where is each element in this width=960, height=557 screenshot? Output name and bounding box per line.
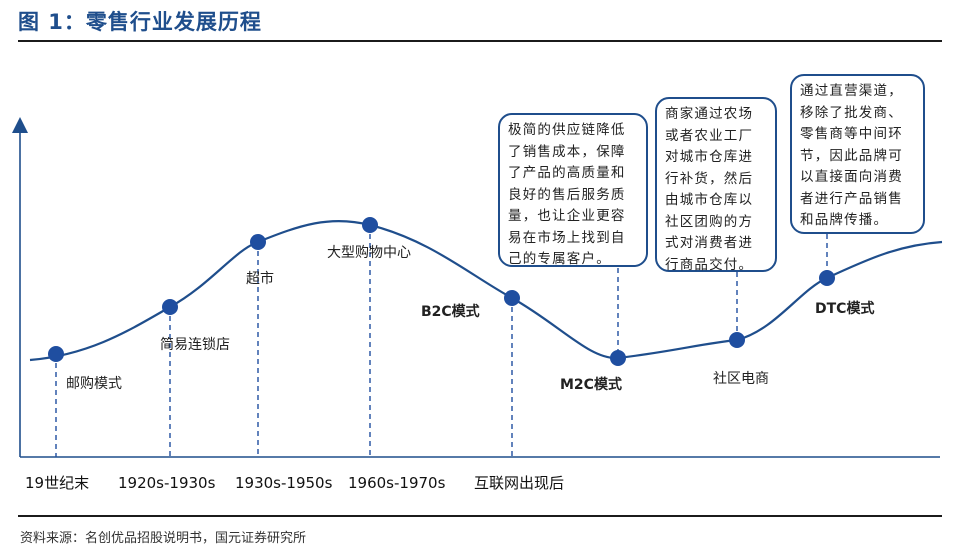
callout-line: 由城市仓库以 bbox=[665, 192, 754, 208]
source-note: 资料来源：名创优品招股说明书，国元证券研究所 bbox=[20, 531, 307, 546]
callout-line: 者进行产品销售 bbox=[800, 190, 903, 207]
callout-line: 社区团购的方 bbox=[665, 213, 754, 230]
stage-label-4: 大型购物中心 bbox=[327, 245, 411, 261]
era-label-3: 1930s-1950s bbox=[235, 474, 333, 492]
callout-line: 通过直营渠道， bbox=[800, 83, 903, 99]
callout-dtc: 通过直营渠道， 移除了批发商、 零售商等中间环 节，因此品牌可 以直接面向消费 … bbox=[790, 74, 925, 234]
stage-label-2: 简易连锁店 bbox=[160, 336, 230, 353]
callout-line: 量，也让企业更容 bbox=[508, 208, 626, 224]
stage-label-8: DTC模式 bbox=[815, 300, 874, 317]
callout-community: 商家通过农场 或者农业工厂 对城市仓库进 行补货，然后 由城市仓库以 社区团购的… bbox=[655, 97, 777, 273]
callout-line: 零售商等中间环 bbox=[800, 126, 903, 142]
stage-dot-8 bbox=[819, 270, 835, 286]
callout-line: 行补货，然后 bbox=[665, 170, 754, 187]
stage-label-5: B2C模式 bbox=[421, 303, 480, 320]
era-label-4: 1960s-1970s bbox=[348, 474, 446, 492]
era-label-2: 1920s-1930s bbox=[118, 474, 216, 492]
top-rule bbox=[18, 40, 942, 42]
callout-line: 了销售成本，保障 bbox=[508, 143, 626, 160]
callout-line: 良好的售后服务质 bbox=[508, 186, 626, 203]
stage-dot-7 bbox=[729, 332, 745, 348]
callout-line: 商家通过农场 bbox=[665, 106, 754, 122]
callout-line: 了产品的高质量和 bbox=[508, 165, 626, 181]
stage-label-1: 邮购模式 bbox=[66, 376, 122, 392]
stage-dot-1 bbox=[48, 346, 64, 362]
callout-line: 极简的供应链降低 bbox=[508, 122, 626, 138]
era-label-5: 互联网出现后 bbox=[474, 474, 564, 492]
callout-m2c: 极简的供应链降低 了销售成本，保障 了产品的高质量和 良好的售后服务质 量，也让… bbox=[498, 113, 648, 267]
stage-dot-6 bbox=[610, 350, 626, 366]
stage-label-3: 超市 bbox=[246, 270, 274, 287]
callout-line: 对城市仓库进 bbox=[665, 149, 754, 165]
stage-label-6: M2C模式 bbox=[560, 376, 622, 393]
era-label-1: 19世纪末 bbox=[25, 474, 89, 492]
stage-dot-3 bbox=[250, 234, 266, 250]
callout-line: 和品牌传播。 bbox=[800, 212, 889, 228]
stage-dot-2 bbox=[162, 299, 178, 315]
callout-line: 己的专属客户。 bbox=[508, 251, 611, 267]
callout-line: 式对消费者进 bbox=[665, 235, 754, 251]
callout-line: 以直接面向消费 bbox=[800, 169, 903, 185]
callout-line: 节，因此品牌可 bbox=[800, 147, 903, 164]
stage-label-7: 社区电商 bbox=[713, 371, 769, 387]
figure-title: 图 1：零售行业发展历程 bbox=[18, 10, 262, 34]
callout-line: 行商品交付。 bbox=[665, 256, 754, 273]
callout-line: 移除了批发商、 bbox=[800, 104, 903, 121]
callout-line: 易在市场上找到自 bbox=[508, 229, 626, 246]
callout-line: 或者农业工厂 bbox=[665, 127, 754, 144]
bottom-rule bbox=[18, 515, 942, 517]
stage-dot-5 bbox=[504, 290, 520, 306]
stage-dot-4 bbox=[362, 217, 378, 233]
